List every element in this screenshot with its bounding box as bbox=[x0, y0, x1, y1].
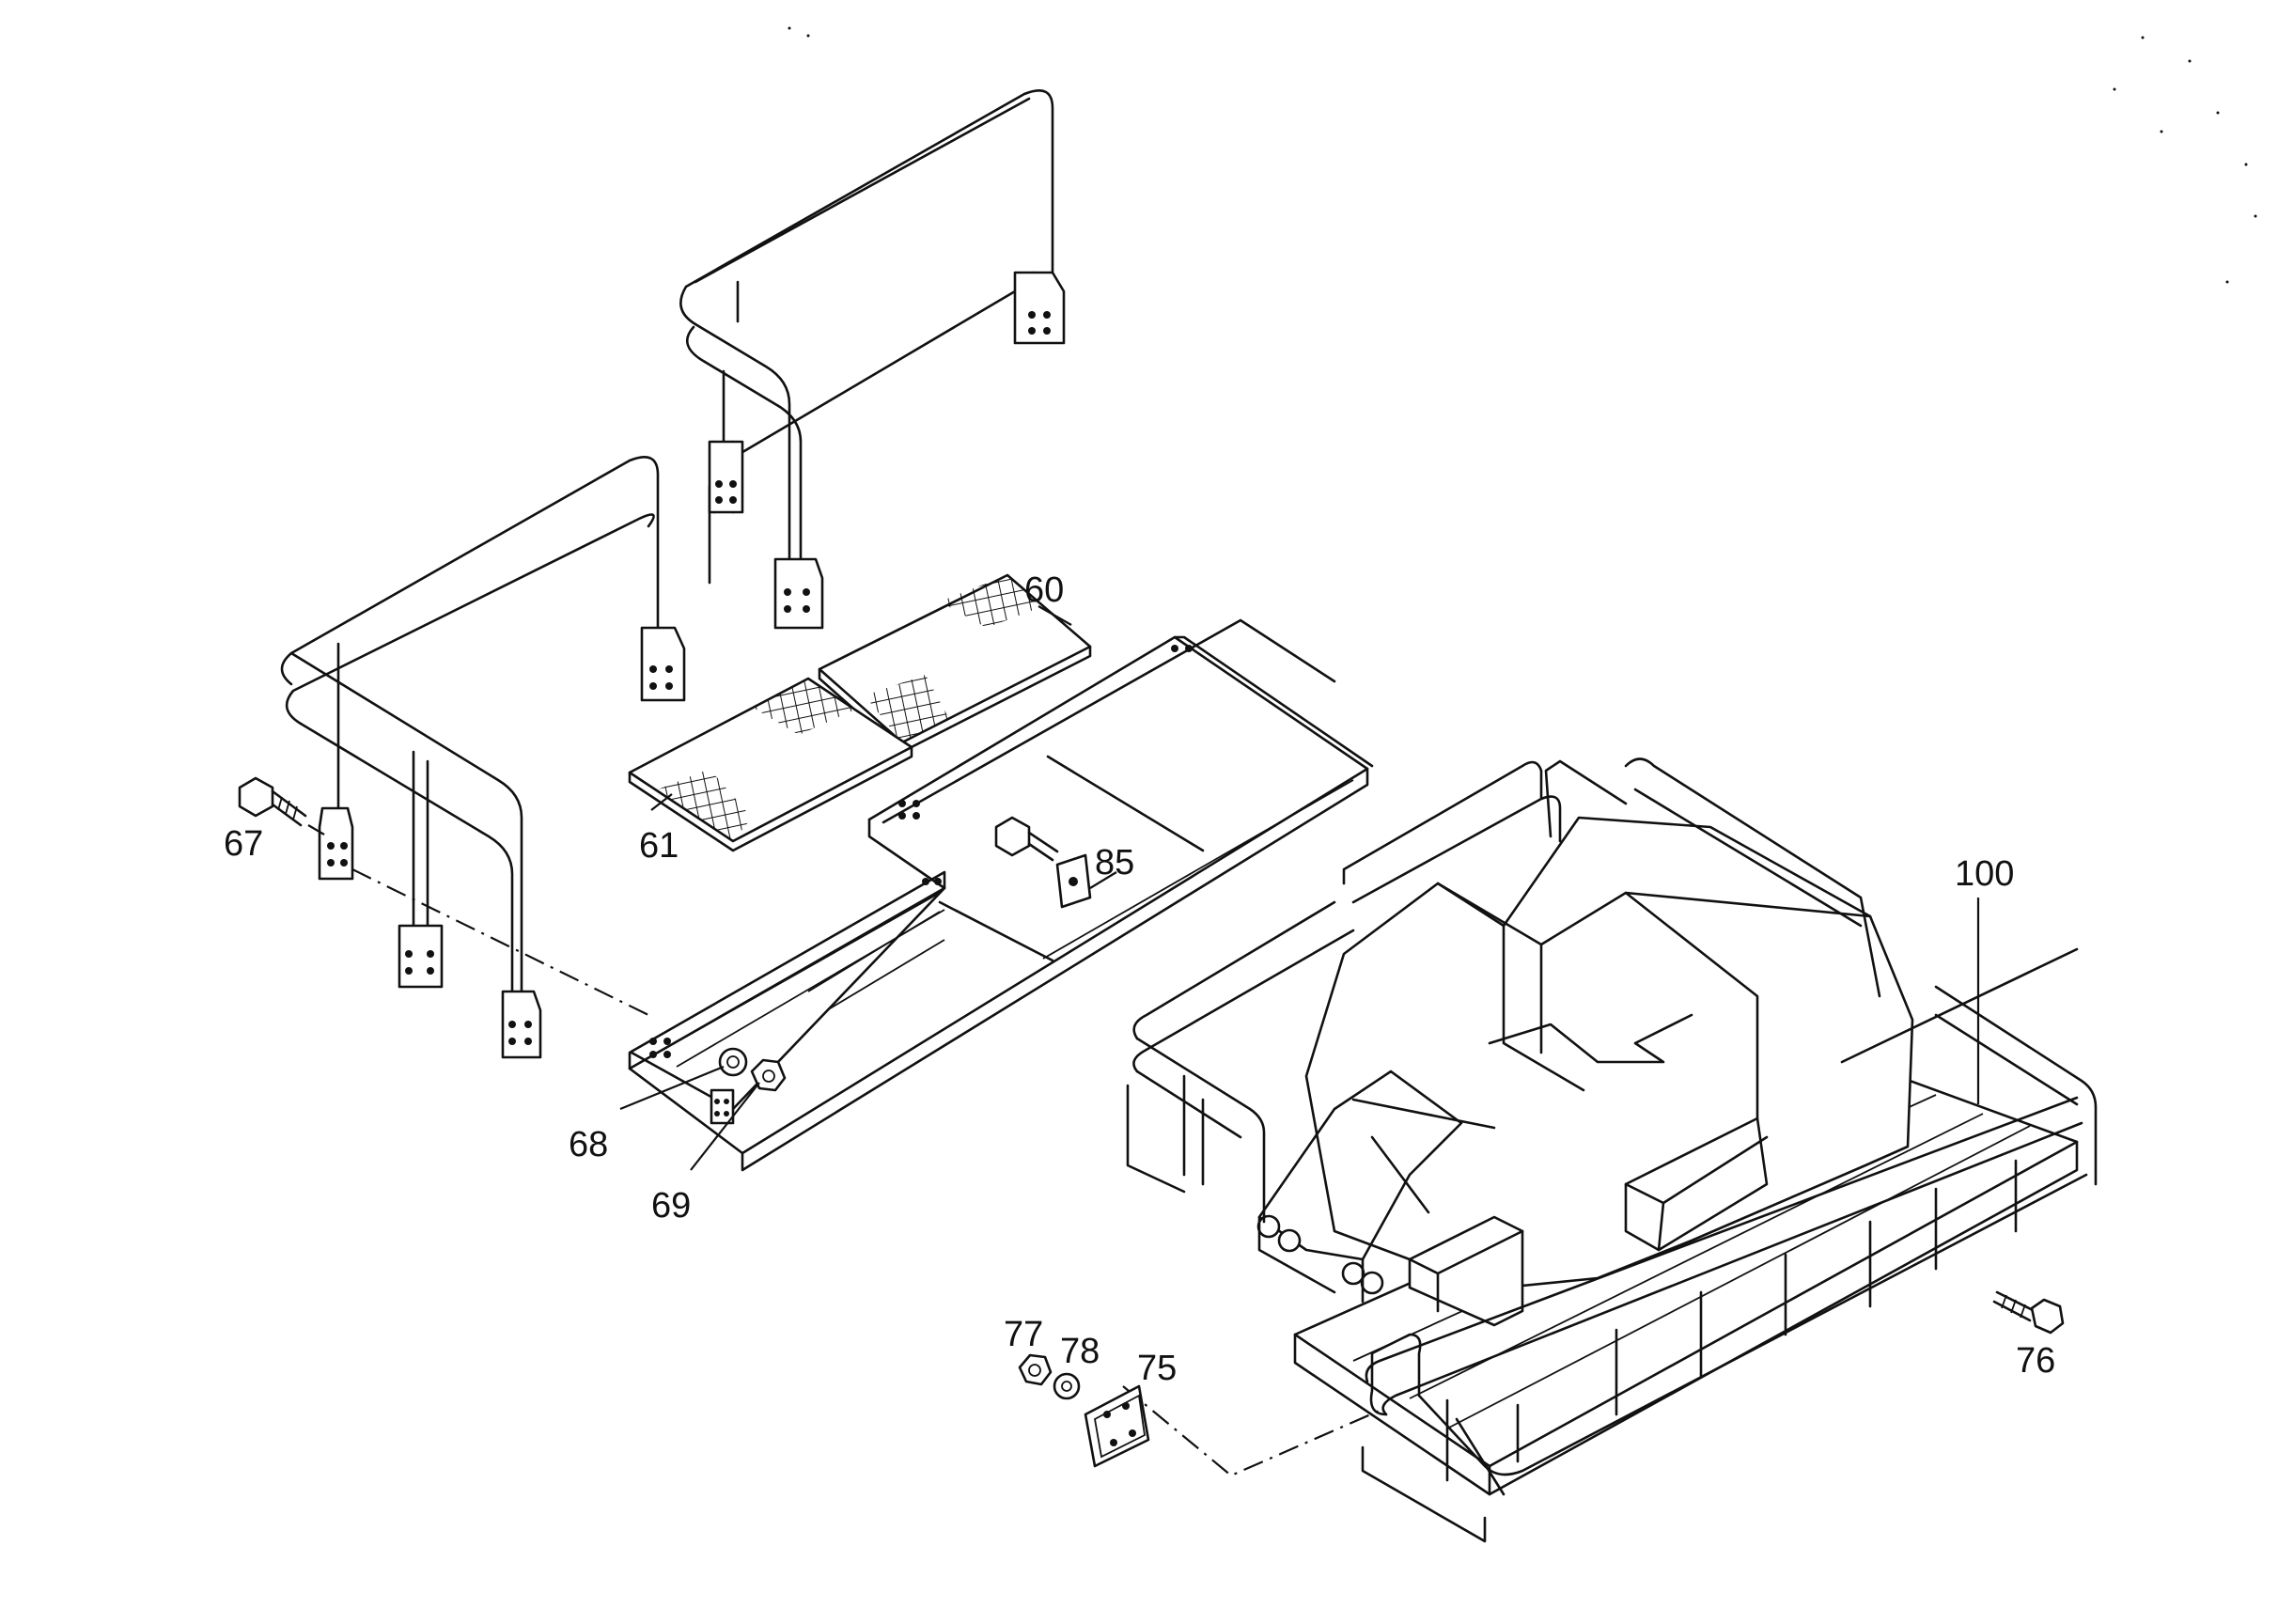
bolt-67 bbox=[238, 776, 307, 827]
callout-67: 67 bbox=[224, 824, 263, 864]
machine-assembly-100 bbox=[1126, 757, 2098, 1543]
plate-75 bbox=[1084, 1384, 1150, 1468]
callout-61: 61 bbox=[639, 826, 679, 866]
bolt-85 bbox=[994, 816, 1092, 909]
scan-speckle bbox=[788, 26, 2257, 284]
callout-60: 60 bbox=[1024, 570, 1064, 610]
callout-77: 77 bbox=[1004, 1315, 1043, 1354]
leader-lines bbox=[307, 605, 1980, 1171]
nut-69 bbox=[750, 1058, 787, 1092]
callout-68: 68 bbox=[569, 1125, 608, 1164]
callout-75: 75 bbox=[1137, 1349, 1177, 1388]
callout-78: 78 bbox=[1060, 1332, 1100, 1371]
washer-78 bbox=[1053, 1372, 1081, 1400]
callout-69: 69 bbox=[651, 1186, 691, 1226]
assembly-lines bbox=[351, 868, 1382, 1477]
callout-85: 85 bbox=[1095, 843, 1134, 882]
bolt-76 bbox=[1992, 1290, 2065, 1335]
callout-100: 100 bbox=[1955, 854, 2014, 894]
grating-plate-61 bbox=[628, 677, 913, 852]
platform-frame bbox=[628, 618, 1374, 1172]
nut-77 bbox=[1018, 1353, 1053, 1386]
callout-76: 76 bbox=[2016, 1341, 2055, 1381]
washer-68 bbox=[718, 1047, 748, 1077]
lower-guard-rail bbox=[280, 456, 686, 1059]
upper-guard-rail bbox=[679, 89, 1066, 630]
callout-labels: 60 61 67 68 69 75 76 77 78 85 100 bbox=[224, 570, 2055, 1388]
